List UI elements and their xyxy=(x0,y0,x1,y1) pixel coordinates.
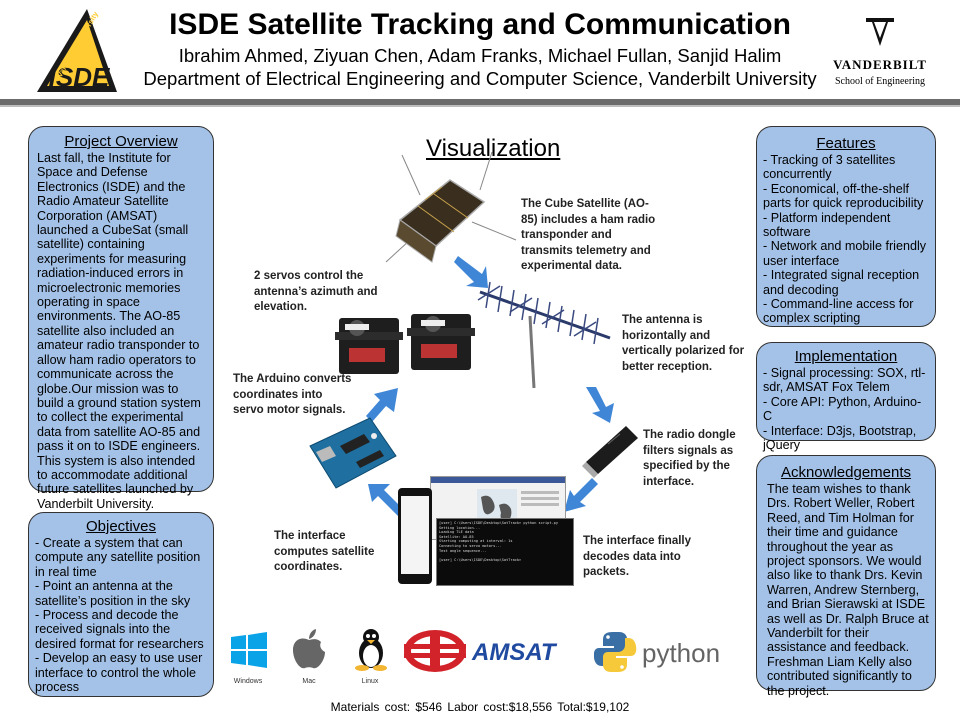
windows-label: Windows xyxy=(233,678,263,685)
objective-item: - Process and decode the received signal… xyxy=(35,608,204,651)
isde-logo-letters: ISDE xyxy=(49,62,110,92)
project-overview-text: Last fall, the Institute for Space and D… xyxy=(37,151,201,511)
windows-icon xyxy=(231,632,267,668)
terminal-line: Loading TLE data xyxy=(439,530,474,535)
caption-antenna: The antenna is horizontally and vertical… xyxy=(622,314,745,373)
implementation-box: Implementation - Signal processing: SOX,… xyxy=(756,342,936,452)
acknowledgements-text: The team wishes to thank Drs. Robert Wel… xyxy=(767,482,929,698)
terminal-line: Setting location... xyxy=(439,525,481,530)
caption-interface-decode: The interface finally decodes data into … xyxy=(583,535,692,578)
caption-servos: 2 servos control the antenna’s azimuth a… xyxy=(254,270,378,313)
mobile-interface xyxy=(398,488,432,584)
linux-label: Linux xyxy=(361,678,379,685)
acknowledgements-heading: Acknowledgements xyxy=(780,464,912,481)
terminal-line: Test angle sequence... xyxy=(439,548,487,553)
objectives-heading: Objectives xyxy=(85,518,157,535)
cost-summary: Materials cost: $546 Labor cost:$18,556 … xyxy=(330,700,630,714)
terminal-line: [user] C:\Users\ISDE\Desktop\SatTrack> xyxy=(439,557,522,562)
features-box: Features - Tracking of 3 satellites conc… xyxy=(756,126,936,327)
terminal-window: [user] C:\Users\ISDE\Desktop\SatTrack> p… xyxy=(436,518,574,586)
feature-item: - Platform independent software xyxy=(763,210,891,240)
mac-label: Mac xyxy=(302,678,316,685)
linux-tux-icon xyxy=(355,629,387,671)
objective-item: - Create a system that can compute any s… xyxy=(35,536,201,579)
amsat-wordmark: AMSAT xyxy=(471,639,558,666)
isde-logo: ISDE Vanderbilt University xyxy=(33,6,119,94)
feature-item: - Network and mobile friendly user inter… xyxy=(763,239,927,268)
caption-interface-compute: The interface computes satellite coordin… xyxy=(274,530,375,573)
vanderbilt-name: VANDERBILT xyxy=(833,57,927,72)
header-divider xyxy=(0,99,960,105)
feature-item: - Integrated signal reception and decodi… xyxy=(763,268,920,297)
features-list: - Tracking of 3 satellites concurrently … xyxy=(763,153,929,326)
header-divider-shadow xyxy=(0,105,960,107)
python-logo: python xyxy=(594,632,720,672)
acknowledgements-box: Acknowledgements The team wishes to than… xyxy=(756,455,936,698)
arrow-servos-to-arduino xyxy=(366,388,398,422)
objectives-list: - Create a system that can compute any s… xyxy=(35,536,207,694)
terminal-line: [user] C:\Users\ISDE\Desktop\SatTrack> p… xyxy=(439,521,558,525)
amsat-logo: AMSAT xyxy=(404,630,558,672)
implementation-item: - Core API: Python, Arduino-C xyxy=(763,394,922,424)
objective-item: - Point an antenna at the satellite’s po… xyxy=(35,579,191,608)
visualization-title: Visualization xyxy=(426,135,561,162)
servos-illustration xyxy=(335,314,475,374)
caption-cubesat: The Cube Satellite (AO-85) includes a ha… xyxy=(521,198,656,272)
vanderbilt-logo: VANDERBILT School of Engineering xyxy=(828,16,932,94)
project-overview-box: Project Overview Last fall, the Institut… xyxy=(28,126,214,511)
feature-item: - Tracking of 3 satellites concurrently xyxy=(763,153,896,182)
cubesat-illustration xyxy=(385,151,517,263)
radio-dongle-illustration xyxy=(582,426,638,478)
author-list: Ibrahim Ahmed, Ziyuan Chen, Adam Franks,… xyxy=(178,45,782,66)
arrow-dongle-to-interface xyxy=(564,478,598,512)
interface-screenshots: [user] C:\Users\ISDE\Desktop\SatTrack> p… xyxy=(398,470,578,588)
feature-item: - Command-line access for complex script… xyxy=(763,297,914,326)
vanderbilt-school: School of Engineering xyxy=(835,76,925,87)
implementation-heading: Implementation xyxy=(794,348,898,365)
features-heading: Features xyxy=(816,135,876,152)
implementation-item: - Signal processing: SOX, rtl-sdr, AMSAT… xyxy=(763,366,926,395)
department: Department of Electrical Engineering and… xyxy=(143,68,817,89)
terminal-line: Connecting to servo motors... xyxy=(439,543,502,548)
implementation-item: - Interface: D3js, Bootstrap, jQuery xyxy=(763,423,917,453)
arduino-illustration xyxy=(309,417,397,489)
arrow-interface-to-arduino xyxy=(368,484,404,516)
feature-item: - Economical, off-the-shelf parts for qu… xyxy=(763,181,924,211)
project-overview-heading: Project Overview xyxy=(64,133,178,150)
poster-title: ISDE Satellite Tracking and Communicatio… xyxy=(169,8,791,41)
implementation-list: - Signal processing: SOX, rtl-sdr, AMSAT… xyxy=(763,366,929,452)
terminal-line: Starting computing at interval: 1s xyxy=(439,539,513,544)
objectives-box: Objectives - Create a system that can co… xyxy=(28,512,214,697)
python-wordmark: python xyxy=(642,638,720,668)
terminal-line: Satellite: AO-85 xyxy=(439,534,474,539)
apple-icon xyxy=(293,629,325,669)
caption-dongle: The radio dongle filters signals as spec… xyxy=(643,429,736,488)
caption-arduino: The Arduino converts coordinates into se… xyxy=(233,373,352,416)
objective-item: - Develop an easy to use user interface … xyxy=(35,651,203,695)
antenna-illustration xyxy=(477,281,611,389)
arrow-antenna-to-dongle xyxy=(586,387,614,423)
vanderbilt-v-icon xyxy=(866,18,894,46)
arrow-cubesat-to-antenna xyxy=(454,256,488,288)
